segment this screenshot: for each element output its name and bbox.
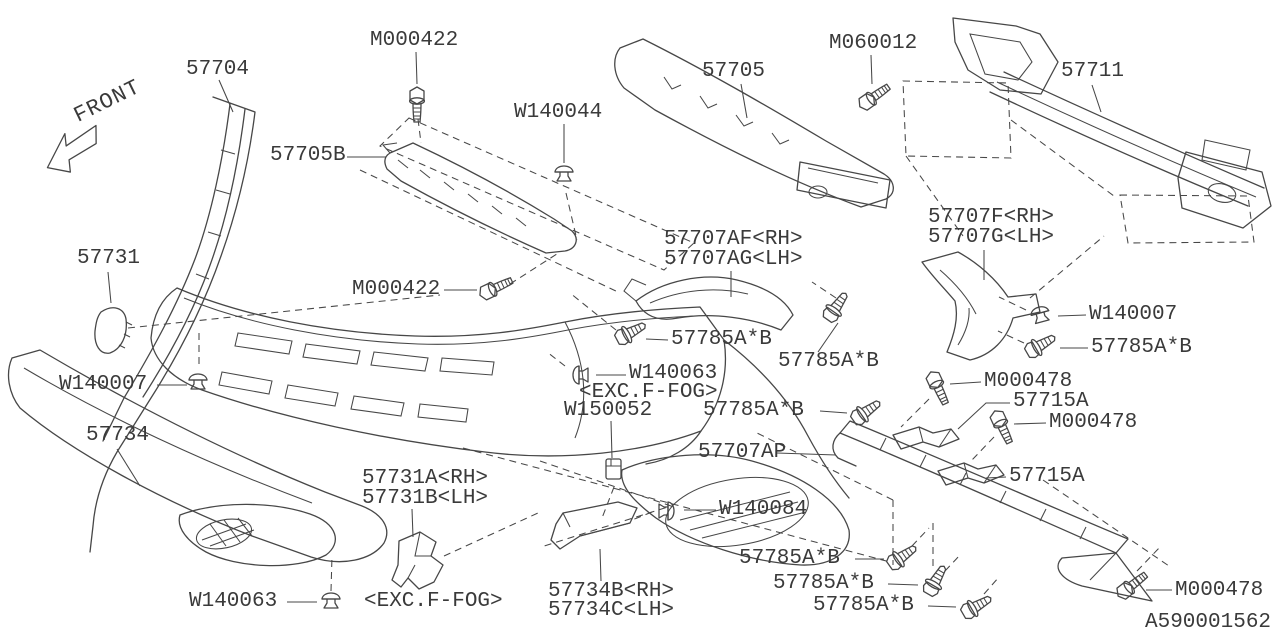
part-57715a-bracket-1 bbox=[892, 426, 960, 450]
label-57707ap: 57707AP bbox=[698, 441, 787, 464]
part-57734b-strip bbox=[550, 501, 638, 550]
push-clip-icon-w140044 bbox=[554, 165, 574, 182]
label-57715a-1: 57715A bbox=[1013, 390, 1089, 413]
label-m060012: M060012 bbox=[829, 32, 918, 55]
label-m000478-1: M000478 bbox=[984, 370, 1073, 393]
label-57785-right: 57785A*B bbox=[1091, 336, 1192, 359]
bolt-icon-m000422-2 bbox=[476, 273, 516, 303]
front-arrow-icon bbox=[46, 124, 97, 173]
leader-lines bbox=[107, 51, 1172, 608]
label-57731a-rh: 57731A<RH> bbox=[362, 467, 489, 490]
bolt-icon-m000422-top bbox=[408, 86, 426, 123]
label-57705b: 57705B bbox=[270, 144, 346, 167]
label-57734: 57734 bbox=[86, 424, 150, 447]
part-57704-bumper-side-pillar bbox=[89, 96, 256, 553]
label-w140063-bottom: W140063 bbox=[189, 590, 278, 613]
label-57785-b2: 57785A*B bbox=[773, 572, 874, 595]
label-w140044: W140044 bbox=[514, 101, 603, 124]
part-57707ap-lower-guard bbox=[832, 420, 1153, 602]
label-m000422-1: M000422 bbox=[370, 29, 459, 52]
label-57711: 57711 bbox=[1061, 60, 1125, 83]
part-57734-lower-skirt bbox=[7, 349, 388, 567]
label-57734b-rh: 57734B<RH> bbox=[548, 580, 675, 603]
label-exc-f-fog-bottom: <EXC.F-FOG> bbox=[364, 590, 503, 613]
label-57734c-lh: 57734C<LH> bbox=[548, 599, 675, 622]
dashed-lines bbox=[127, 80, 1255, 595]
label-57707af-rh: 57707AF<RH> bbox=[664, 228, 803, 251]
part-57731a-bracket bbox=[391, 531, 444, 590]
label-w140007-right: W140007 bbox=[1089, 303, 1178, 326]
label-57707g-lh: 57707G<LH> bbox=[928, 226, 1055, 249]
screw-icon-57785-4 bbox=[883, 539, 922, 574]
label-57704: 57704 bbox=[186, 58, 250, 81]
label-57785-1: 57785A*B bbox=[671, 328, 772, 351]
label-w140007-left: W140007 bbox=[59, 373, 148, 396]
label-57707ag-lh: 57707AG<LH> bbox=[664, 248, 803, 271]
bolt-icon-m000478-1 bbox=[923, 368, 953, 408]
label-m000478-2: M000478 bbox=[1049, 411, 1138, 434]
screw-icon-57785-5 bbox=[919, 561, 953, 600]
label-57715a-2: 57715A bbox=[1009, 465, 1085, 488]
label-57785-3: 57785A*B bbox=[703, 399, 804, 422]
part-57731-cover bbox=[94, 307, 133, 354]
label-57705: 57705 bbox=[702, 60, 766, 83]
square-clip-icon-w150052 bbox=[605, 458, 622, 480]
label-m000422-2: M000422 bbox=[352, 278, 441, 301]
part-57707f-side-bracket bbox=[921, 251, 1041, 361]
bolt-icon-m060012 bbox=[854, 79, 894, 114]
bolt-icon-m000478-2 bbox=[987, 407, 1017, 447]
push-clip-icon-w140007-right bbox=[1029, 304, 1052, 325]
part-57711-bumper-beam bbox=[952, 17, 1272, 229]
part-57707af-side-bracket bbox=[623, 276, 794, 331]
label-w150052: W150052 bbox=[564, 399, 653, 422]
drawing-number: A590001562 bbox=[1145, 611, 1272, 634]
label-57731: 57731 bbox=[77, 247, 141, 270]
screw-icon-57785-right bbox=[1021, 328, 1060, 362]
push-clip-icon-w140007-left bbox=[188, 373, 208, 390]
label-57731b-lh: 57731B<LH> bbox=[362, 487, 489, 510]
part-57715a-bracket-2 bbox=[937, 462, 1005, 486]
push-clip-icon-w140063-bottom bbox=[321, 592, 341, 609]
part-57705-energy-absorber bbox=[614, 38, 894, 209]
part-57705b-bracket bbox=[381, 142, 577, 254]
label-m000478-3: M000478 bbox=[1175, 579, 1264, 602]
screw-icon-57785-6 bbox=[957, 589, 996, 623]
label-w140084: W140084 bbox=[719, 498, 808, 521]
label-exc-f-fog-mid: <EXC.F-FOG> bbox=[579, 381, 718, 404]
label-57785-b3: 57785A*B bbox=[813, 594, 914, 617]
label-57707f-rh: 57707F<RH> bbox=[928, 206, 1055, 229]
label-57785-b1: 57785A*B bbox=[739, 547, 840, 570]
label-w140063-mid: W140063 bbox=[629, 362, 718, 385]
screw-icon-57785-2 bbox=[819, 287, 854, 326]
label-57785-2: 57785A*B bbox=[778, 350, 879, 373]
screw-icon-57785-1 bbox=[612, 316, 651, 349]
